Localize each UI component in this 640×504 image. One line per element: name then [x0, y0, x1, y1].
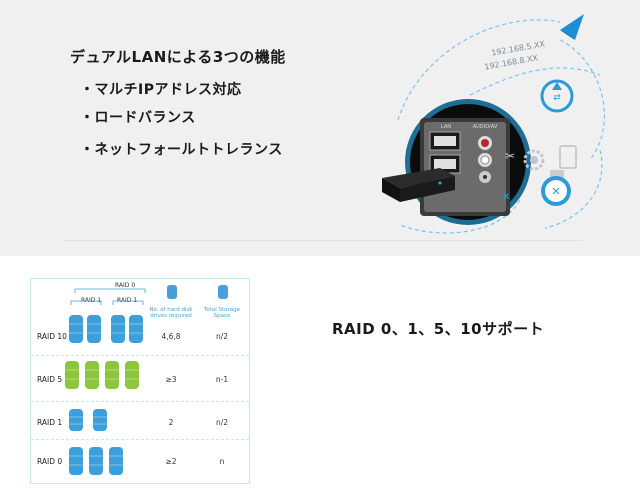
share-icon: ✕ [541, 176, 571, 206]
feature-banner: デュアルLANによる3つの機能 ・マルチIPアドレス対応 ・ロードバランス ・ネ… [0, 0, 640, 256]
raid-diagram [65, 285, 228, 475]
raid1-group-label-a: RAID 1 [81, 297, 102, 304]
col-header-drives: No. of hard disk drives required [149, 307, 193, 319]
drives-raid10: 4,6,8 [161, 332, 181, 341]
feature-fault-tolerance: ・ネットフォールトトレランス [80, 142, 283, 158]
audio-port-label: AUDIO/AV [473, 124, 498, 130]
space-raid0: n [219, 457, 225, 466]
row-divider [31, 355, 249, 356]
paper-plane-icon [560, 14, 584, 40]
lan-port-label: LAN [441, 124, 451, 130]
row-divider [31, 401, 249, 402]
row-label-raid10: RAID 10 [37, 332, 67, 341]
raid-table: RAID 0 RAID 1 RAID 1 No. of hard disk dr… [30, 278, 250, 484]
space-raid1: n/2 [215, 418, 229, 427]
raid1-group-label-b: RAID 1 [117, 297, 138, 304]
hdd-header-icon-1 [167, 285, 177, 299]
sync-icon: ⇄ [540, 79, 574, 113]
row-divider [31, 439, 249, 440]
section-divider [62, 240, 582, 241]
svg-text:✕: ✕ [551, 185, 560, 198]
col-header-space: Total Storage Space [203, 307, 241, 319]
row-label-raid5: RAID 5 [37, 375, 63, 384]
drives-raid0: ≥2 [165, 457, 177, 466]
feature-load-balance: ・ロードバランス [80, 110, 196, 126]
raid0-group-label: RAID 0 [115, 282, 136, 289]
space-raid10: n/2 [215, 332, 229, 341]
space-raid5: n-1 [215, 375, 229, 384]
drives-raid5: ≥3 [165, 375, 177, 384]
mobile-icon [550, 145, 577, 178]
nas-device-icon [382, 168, 455, 202]
drives-raid1: 2 [168, 418, 174, 427]
row-label-raid1: RAID 1 [37, 418, 63, 427]
svg-text:✕: ✕ [502, 192, 510, 203]
feature-heading: デュアルLANによる3つの機能 [70, 48, 286, 66]
svg-text:✂: ✂ [505, 149, 515, 163]
row-label-raid0: RAID 0 [37, 457, 63, 466]
svg-text:⇄: ⇄ [553, 93, 561, 103]
network-illustration: ⇄ ✕ ✂ ✕ LAN AUDIO/AV [382, 14, 605, 234]
gear-icon [523, 149, 545, 171]
hdd-header-icon-2 [218, 285, 228, 299]
feature-multi-ip: ・マルチIPアドレス対応 [80, 82, 242, 98]
raid-support-text: RAID 0、1、5、10サポート [332, 320, 545, 338]
